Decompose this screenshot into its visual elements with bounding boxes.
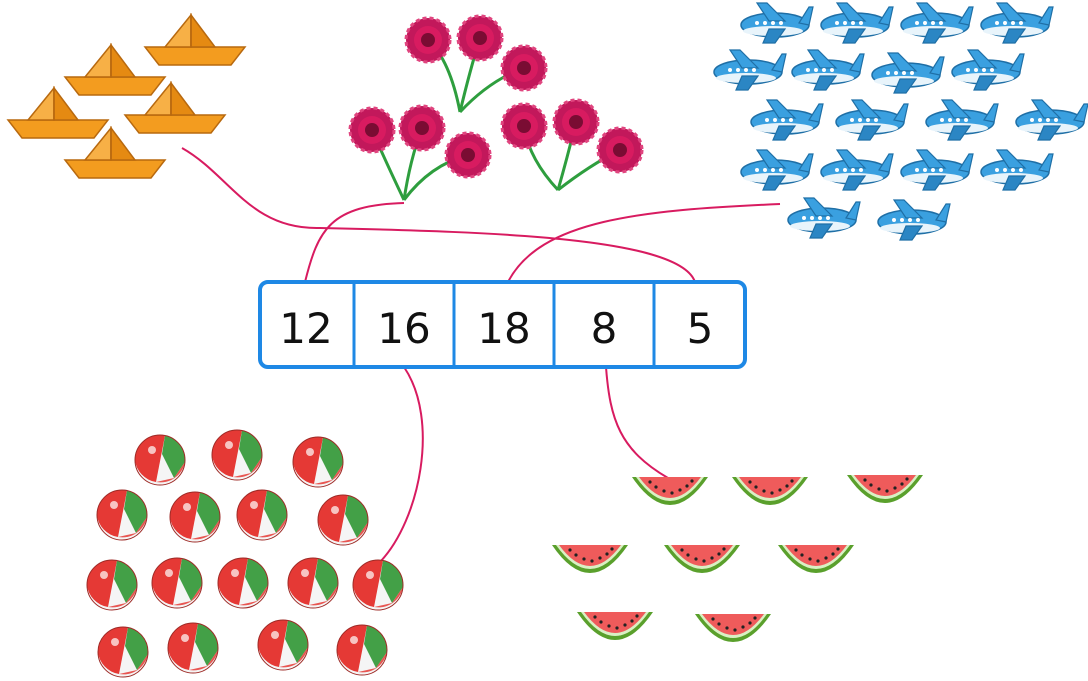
flower-icon (444, 131, 492, 179)
airplane-icon (713, 49, 787, 91)
flower-icon (348, 106, 396, 154)
beach-ball-icon (151, 557, 203, 609)
airplane-icon (791, 49, 865, 91)
connector-boats-5 (181, 147, 696, 283)
beach-ball-icon (97, 626, 149, 678)
connector-planes-18 (507, 203, 781, 283)
flower-group (348, 14, 644, 201)
flower-icon (456, 14, 504, 62)
beach-ball-group (86, 429, 404, 678)
airplane-icon (750, 99, 824, 141)
beach-ball-icon (167, 622, 219, 674)
watermelon-icon (632, 477, 708, 505)
beach-ball-icon (236, 489, 288, 541)
airplane-icon (740, 2, 814, 44)
number-cell[interactable]: 16 (377, 304, 430, 353)
flower-icon (500, 102, 548, 150)
airplane-icon (925, 99, 999, 141)
flower-icon (404, 16, 452, 64)
number-cell[interactable]: 8 (591, 304, 618, 353)
watermelon-icon (695, 614, 771, 642)
airplane-icon (820, 149, 894, 191)
airplane-icon (740, 149, 814, 191)
airplane-icon (877, 199, 951, 241)
number-cell[interactable]: 12 (279, 304, 332, 353)
number-box-frame (258, 280, 747, 369)
airplane-icon (1015, 99, 1088, 141)
flower-icon (398, 104, 446, 152)
flower-icon (552, 98, 600, 146)
beach-ball-icon (317, 494, 369, 546)
boat-icon (144, 14, 246, 66)
beach-ball-icon (287, 557, 339, 609)
airplane-icon (980, 149, 1054, 191)
airplane-icon (787, 197, 861, 239)
beach-ball-icon (211, 429, 263, 481)
watermelon-icon (577, 612, 653, 640)
airplane-icon (900, 149, 974, 191)
connectors (181, 147, 781, 563)
number-boxes: 12 16 18 8 5 (258, 280, 747, 369)
watermelon-icon (732, 477, 808, 505)
beach-ball-icon (336, 624, 388, 676)
connector-melons-8 (605, 366, 669, 479)
beach-ball-icon (134, 434, 186, 486)
beach-ball-icon (352, 559, 404, 611)
flower-icon (596, 126, 644, 174)
watermelon-icon (664, 545, 740, 573)
airplane-icon (951, 49, 1025, 91)
beach-ball-icon (169, 491, 221, 543)
watermelon-icon (552, 545, 628, 573)
connector-balls-16 (379, 366, 424, 563)
watermelon-icon (778, 545, 854, 573)
flower-icon (500, 44, 548, 92)
airplane-icon (980, 2, 1054, 44)
connector-flowers-12 (304, 202, 405, 283)
airplane-icon (835, 99, 909, 141)
beach-ball-icon (217, 557, 269, 609)
airplane-icon (900, 2, 974, 44)
number-cell[interactable]: 5 (687, 304, 714, 353)
beach-ball-icon (292, 436, 344, 488)
watermelon-group (552, 475, 923, 642)
beach-ball-icon (86, 559, 138, 611)
beach-ball-icon (96, 489, 148, 541)
boat-group (7, 14, 246, 179)
airplane-icon (820, 2, 894, 44)
beach-ball-icon (257, 619, 309, 671)
airplane-icon (871, 52, 945, 94)
number-cell[interactable]: 18 (477, 304, 530, 353)
watermelon-icon (847, 475, 923, 503)
